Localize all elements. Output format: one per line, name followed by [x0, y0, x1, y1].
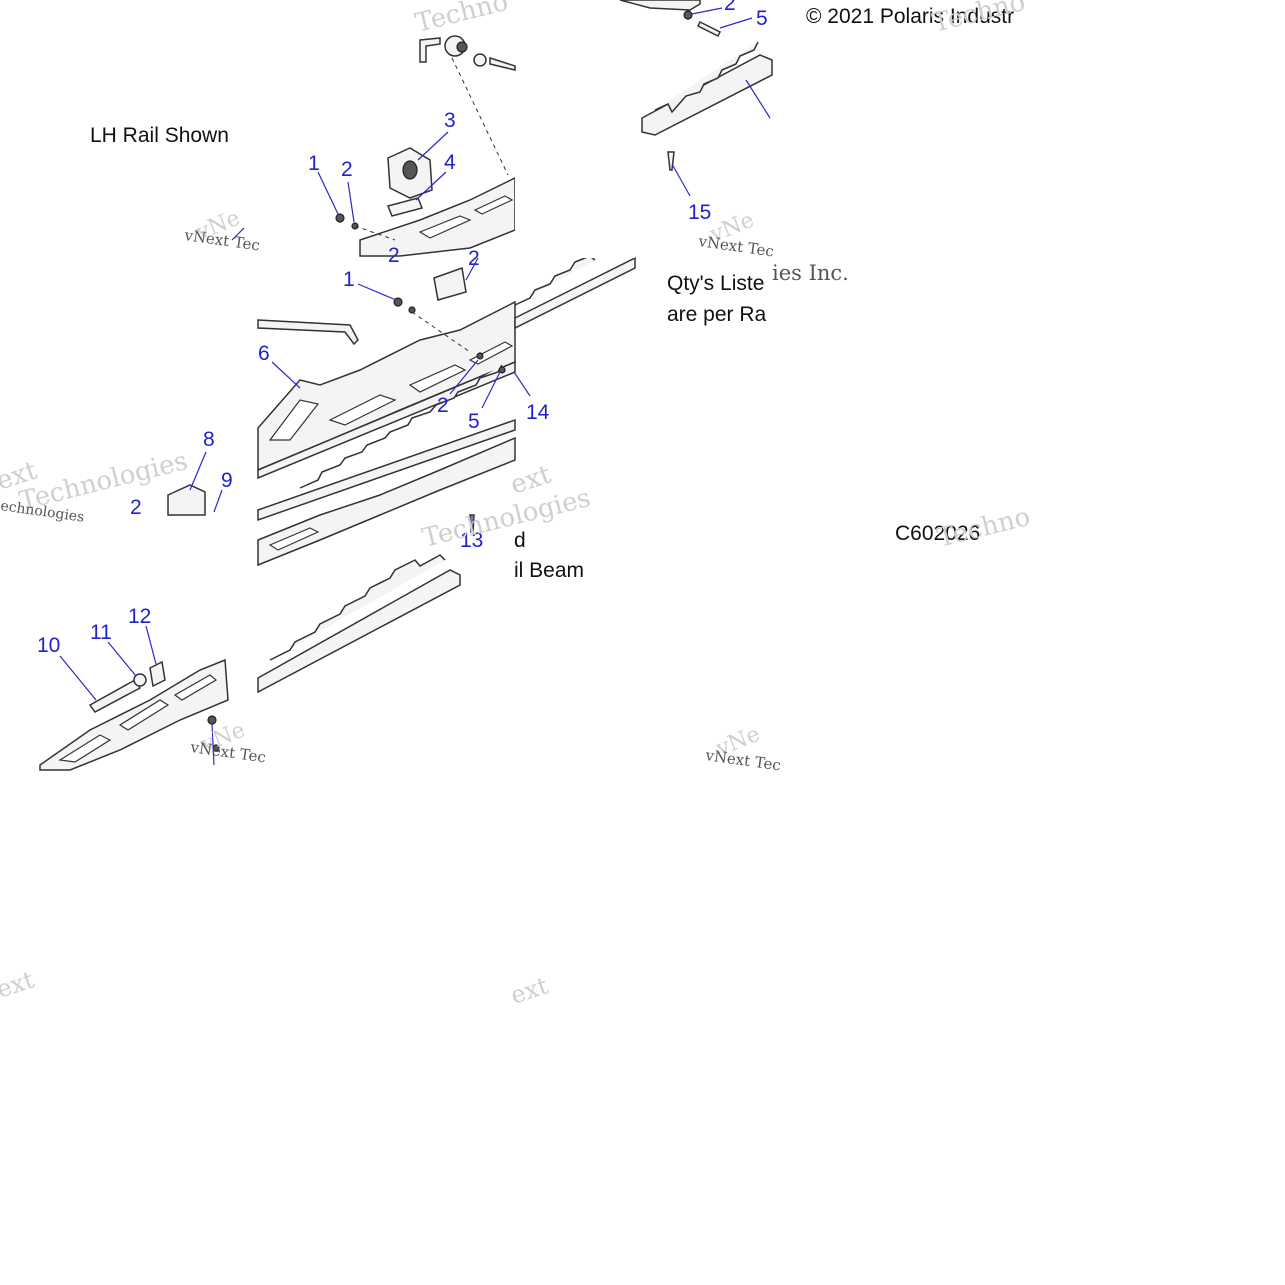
callout-10: 10: [37, 634, 60, 657]
callout-2-upper-right: 2: [724, 0, 736, 15]
watermark-fragment: Techno: [934, 502, 1033, 554]
watermark-fragment: vNext Tec: [188, 738, 267, 767]
watermark-fragment: Technologies: [419, 483, 593, 554]
callout-4: 4: [444, 151, 456, 174]
callout-2-left: 2: [130, 496, 142, 519]
qty-note-line1: Qty's Liste: [667, 272, 764, 295]
callout-2-top: 2: [341, 158, 353, 181]
callout-1-center: 1: [343, 268, 355, 291]
wear-strip-mid: [257, 364, 516, 522]
note-fragment-d: d: [514, 529, 526, 552]
rail-beam-mid-segment: [257, 436, 516, 567]
watermark-fragment: ext: [0, 965, 38, 1003]
callout-2-lower: 2: [437, 394, 449, 417]
wear-strip-top-right: [641, 41, 773, 136]
wear-strip-center: [514, 255, 636, 330]
callout-14: 14: [526, 401, 550, 424]
callout-11: 11: [90, 621, 112, 644]
wear-strip-lower: [257, 554, 461, 694]
watermark-fragment: vNext Tec: [696, 232, 775, 261]
watermark-fragment: Techno: [929, 0, 1028, 39]
leader-lines: [59, 7, 771, 766]
tile-masks: [515, 78, 635, 258]
copyright-note: © 2021 Polaris Industr: [806, 5, 1014, 28]
note-fragment-beam: il Beam: [514, 559, 584, 582]
lh-rail-note: LH Rail Shown: [90, 124, 229, 147]
callout-13: 13: [460, 529, 483, 552]
callout-5-upper-right: 5: [756, 7, 768, 30]
callout-9: 9: [221, 469, 233, 492]
hardware: [88, 0, 722, 752]
callout-6: 6: [258, 342, 270, 365]
figure-code: C602026: [895, 522, 980, 545]
watermark-fragment: vNext Tec: [182, 226, 261, 255]
callout-2-center-right: 2: [468, 247, 480, 270]
assembly-lines: [354, 57, 509, 353]
callout-2-center-left: 2: [388, 244, 400, 267]
watermark-fragment: Techno: [412, 0, 511, 39]
callout-3: 3: [444, 109, 456, 132]
rail-beam-upper: [257, 300, 516, 480]
callout-5-lower: 5: [468, 410, 480, 433]
callout-8: 8: [203, 428, 215, 451]
callout-12: 12: [128, 605, 151, 628]
watermark-fragment: ies Inc.: [772, 261, 849, 285]
qty-note-line2: are per Ra: [667, 303, 767, 326]
rail-beam-top-segment: [359, 176, 516, 257]
notes: © 2021 Polaris Industr LH Rail Shown Qty…: [90, 5, 1014, 582]
watermark-fragment: ext: [507, 971, 552, 1009]
callouts: 1 2 3 4 2 5 15 1 2 2 6 2 5 14 8 9 2 13 1…: [37, 0, 768, 657]
rail-beam-lower-left: [39, 658, 229, 771]
callout-15: 15: [688, 201, 711, 224]
callout-1-top: 1: [308, 152, 320, 175]
